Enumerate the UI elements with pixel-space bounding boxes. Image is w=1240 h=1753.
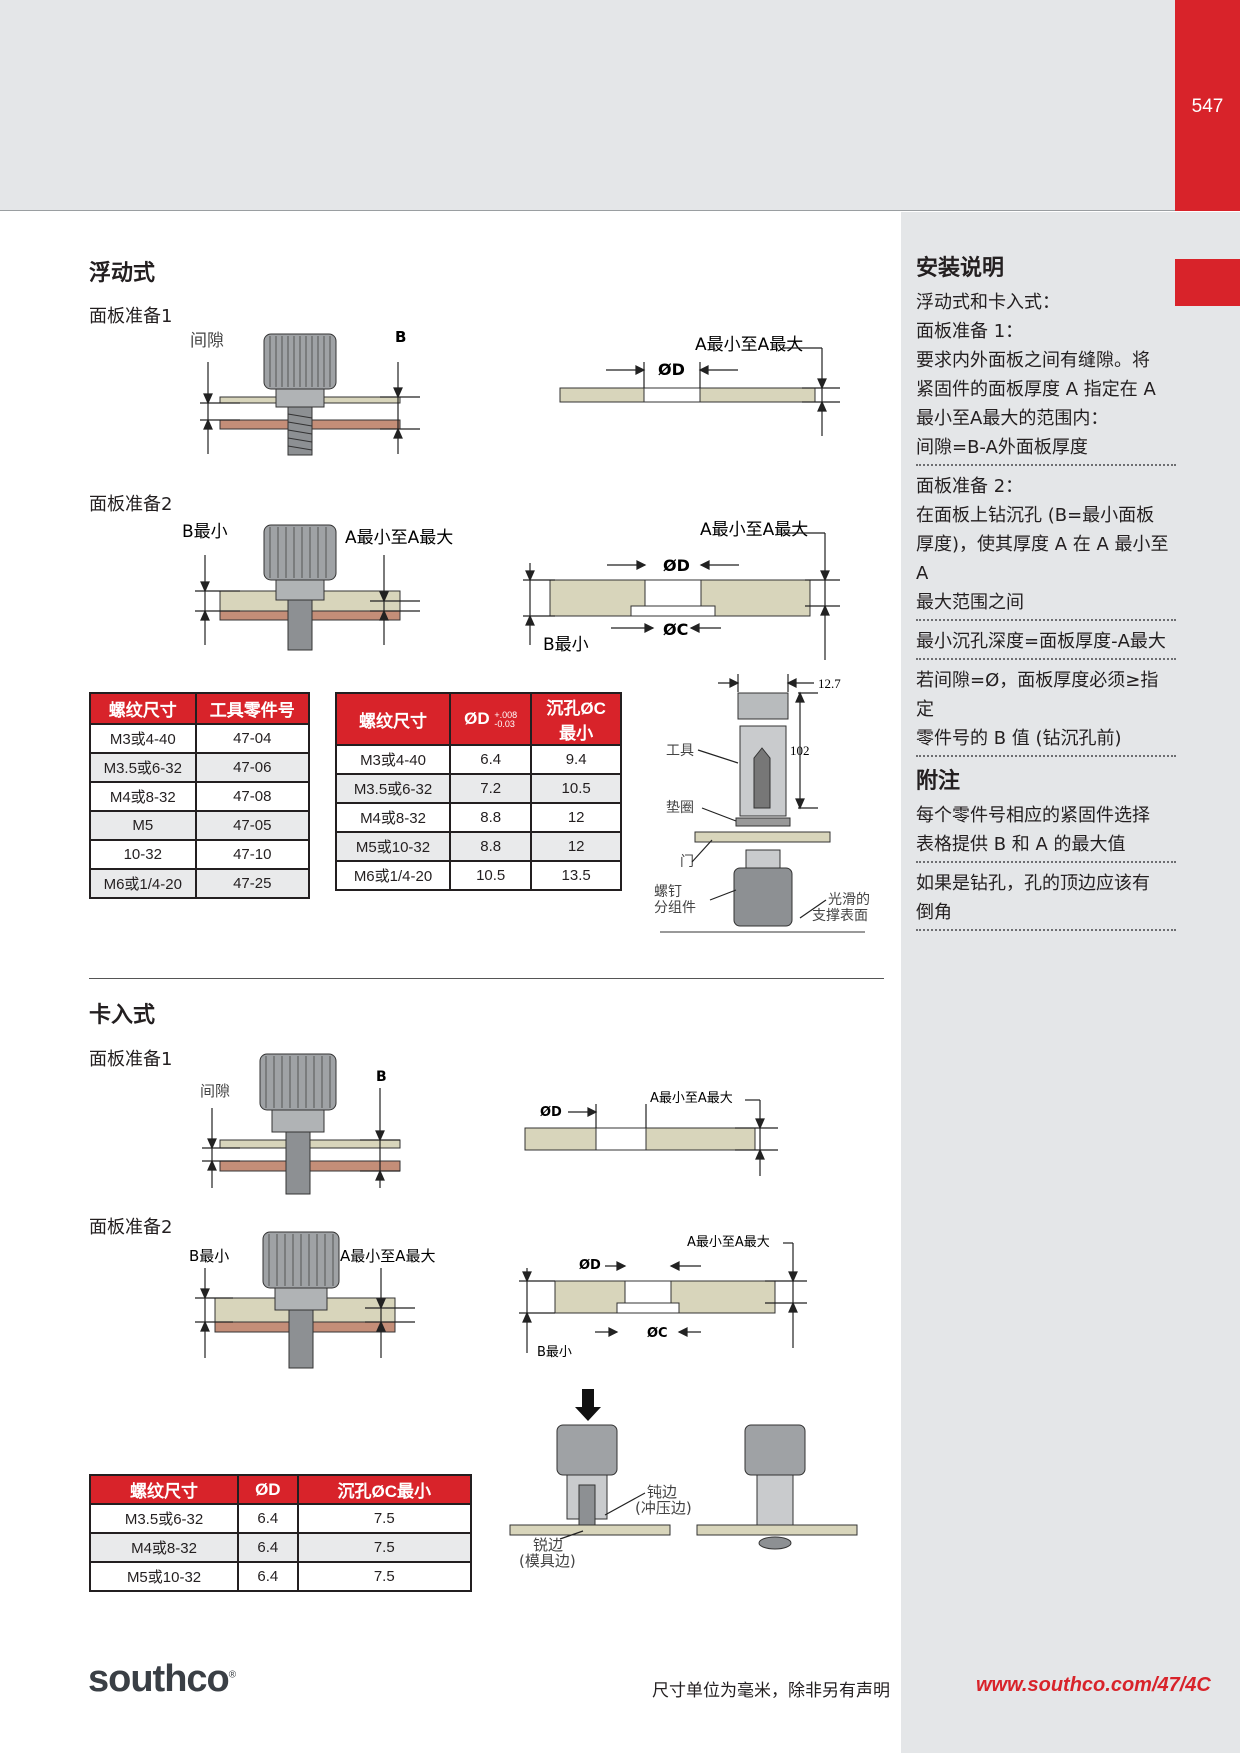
table3-header-thread: 螺纹尺寸 [88,1474,240,1505]
a-range-label-2: A最小至A最大 [345,528,453,548]
table3-header-oc: 沉孔ØC最小 [296,1474,473,1505]
instruction-min-depth: 最小沉孔深度=面板厚度-A最大 [916,627,1176,660]
blunt-edge-label: 钝边 [647,1483,677,1501]
sidebar-panel [901,212,1240,1753]
surface-label-2: 支撑表面 [812,908,868,924]
snapin-prep2-screw-diagram: B最小 A最小至A最大 [189,1231,436,1369]
website-link[interactable]: www.southco.com/47/4C [976,1674,1211,1696]
snapin-prep2-title: 面板准备2 [89,1217,173,1238]
install-instructions: 安装说明 浮动式和卡入式： 面板准备 1： 要求内外面板之间有缝隙。将 紧固件的… [916,250,1176,937]
header-band [0,0,1240,211]
page-number: 547 [1191,96,1224,117]
units-note: 尺寸单位为毫米，除非另有声明 [652,1681,890,1701]
tool-width-dim: 12.7 [818,676,841,691]
a-range-label-3: A最小至A最大 [700,520,808,540]
od-label-4: ØD [579,1258,601,1273]
floating-prep1-title: 面板准备1 [89,306,173,327]
b-min-label-2: B最小 [543,635,589,655]
floating-prep2-panel-diagram: A最小至A最大 ØD ØC B最小 [523,520,840,660]
snapin-press-diagram: 钝边 (冲压边) 锐边 (模具边) [509,1389,858,1570]
table1-header-tool: 工具零件号 [194,692,311,725]
a-range-label-6: A最小至A最大 [687,1235,770,1250]
gap-label-2: 间隙 [200,1082,230,1100]
instruction-gap: 若间隙=Ø，面板厚度必须≥指定 零件号的 B 值 (钻沉孔前) [916,666,1176,757]
table2-header-oc: 沉孔ØC 最小 [530,692,622,746]
press-arrow-icon [575,1389,601,1421]
od-label: ØD [658,360,685,379]
snapin-prep1-panel-diagram: ØD A最小至A最大 [524,1091,778,1176]
notes-title: 附注 [916,769,961,794]
page-tab [1175,0,1240,211]
b-min-label-3: B最小 [189,1247,229,1265]
tool-label: 工具 [666,743,694,759]
floating-prep2-title: 面板准备2 [89,494,173,515]
a-range-label: A最小至A最大 [695,335,803,355]
note-1: 每个零件号相应的紧固件选择 表格提供 B 和 A 的最大值 [916,801,1176,863]
sidebar-title: 安装说明 [916,256,1005,281]
instruction-prep2: 面板准备 2： 在面板上钻沉孔 (B=最小面板 厚度)，使其厚度 A 在 A 最… [916,472,1176,621]
instruction-prep1: 浮动式和卡入式： 面板准备 1： 要求内外面板之间有缝隙。将 紧固件的面板厚度 … [916,288,1176,466]
section-title-floating: 浮动式 [89,261,156,286]
section-divider [89,978,884,979]
table1-header-thread: 螺纹尺寸 [89,692,197,725]
table2-header-thread: 螺纹尺寸 [334,692,452,746]
door-label: 门 [680,854,694,870]
od-label-2: ØD [663,556,690,575]
oc-label-2: ØC [647,1326,668,1341]
sharp-edge-sub: (模具边) [519,1552,576,1570]
screw-label-1: 螺钉 [654,884,682,900]
washer-label: 垫圈 [666,800,694,816]
gap-label: 间隙 [190,331,224,351]
table3-header-od: ØD [237,1474,299,1505]
table2-header-od: ØD +.008 -0.03 [449,692,533,746]
a-range-label-5: A最小至A最大 [340,1247,436,1265]
sidebar-red-marker [1175,259,1240,306]
screw-label-2: 分组件 [654,900,696,916]
od-label-3: ØD [540,1105,562,1120]
oc-label: ØC [663,620,688,639]
floating-prep2-screw-diagram: B最小 A最小至A最大 [182,522,453,651]
b-label-2: B [376,1069,387,1085]
floating-prep1-panel-diagram: A最小至A最大 ØD [559,335,840,436]
tool-installation-diagram: 12.7 102 工具 垫圈 门 螺钉 分组件 光滑的 支撑表面 [654,674,870,933]
b-min-label-4: B最小 [537,1345,572,1360]
blunt-edge-sub: (冲压边) [635,1499,692,1517]
note-2: 如果是钻孔，孔的顶边应该有 倒角 [916,869,1176,931]
b-label: B [395,328,406,346]
sharp-edge-label: 锐边 [533,1536,563,1554]
surface-label-1: 光滑的 [828,891,870,908]
snapin-prep2-panel-diagram: A最小至A最大 ØD ØC B最小 [519,1235,807,1360]
section-title-snapin: 卡入式 [89,1003,156,1028]
snapin-prep1-title: 面板准备1 [89,1049,173,1070]
snapin-prep1-screw-diagram: 间隙 B [200,1053,401,1195]
b-min-label: B最小 [182,522,228,542]
floating-prep1-screw-diagram: 间隙 B [190,328,420,456]
a-range-label-4: A最小至A最大 [650,1091,733,1106]
southco-logo: southco® [88,1658,236,1700]
